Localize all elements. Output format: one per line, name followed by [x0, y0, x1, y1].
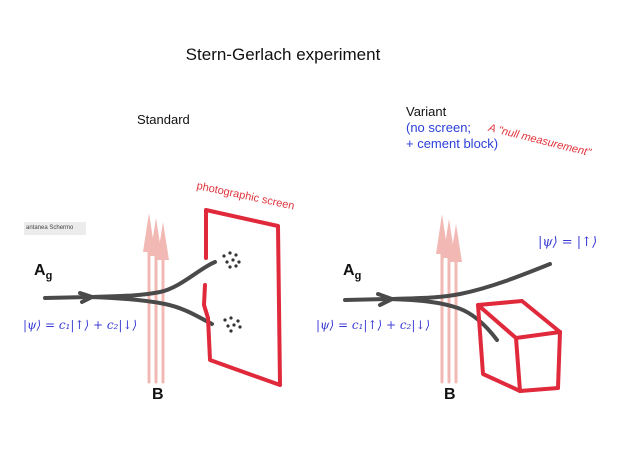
standard-beam	[43, 260, 217, 326]
variant-field-arrows	[440, 230, 458, 384]
lower-detection-spots	[223, 316, 242, 333]
pasted-snippet: antanea Schermo	[24, 222, 86, 235]
standard-field-arrowheads	[143, 213, 169, 260]
up-state-label: |ψ⟩ = |↑⟩	[538, 235, 598, 250]
variant-label: Variant (no screen; + cement block)	[406, 104, 498, 152]
standard-atom-label: Ag	[34, 262, 53, 283]
standard-label: Standard	[137, 112, 190, 127]
variant-title: Variant	[406, 104, 447, 119]
diagram-title: Stern-Gerlach experiment	[185, 45, 381, 64]
upper-detection-spots	[222, 251, 241, 269]
variant-beam	[343, 262, 552, 342]
variant-field-arrowheads	[436, 214, 462, 262]
cement-block	[476, 299, 562, 393]
standard-state-label: |ψ⟩ = c₁|↑⟩ + c₂|↓⟩	[23, 318, 138, 332]
variant-state-label: |ψ⟩ = c₁|↑⟩ + c₂|↓⟩	[316, 318, 431, 332]
variant-note-cement-block: + cement block)	[406, 136, 499, 151]
variant-atom-label: Ag	[343, 262, 362, 283]
photographic-screen	[202, 208, 282, 387]
variant-note-no-screen: (no screen;	[406, 120, 472, 135]
variant-field-label: B	[444, 386, 456, 403]
standard-field-label: B	[152, 386, 164, 403]
standard-field-arrows	[147, 228, 165, 384]
